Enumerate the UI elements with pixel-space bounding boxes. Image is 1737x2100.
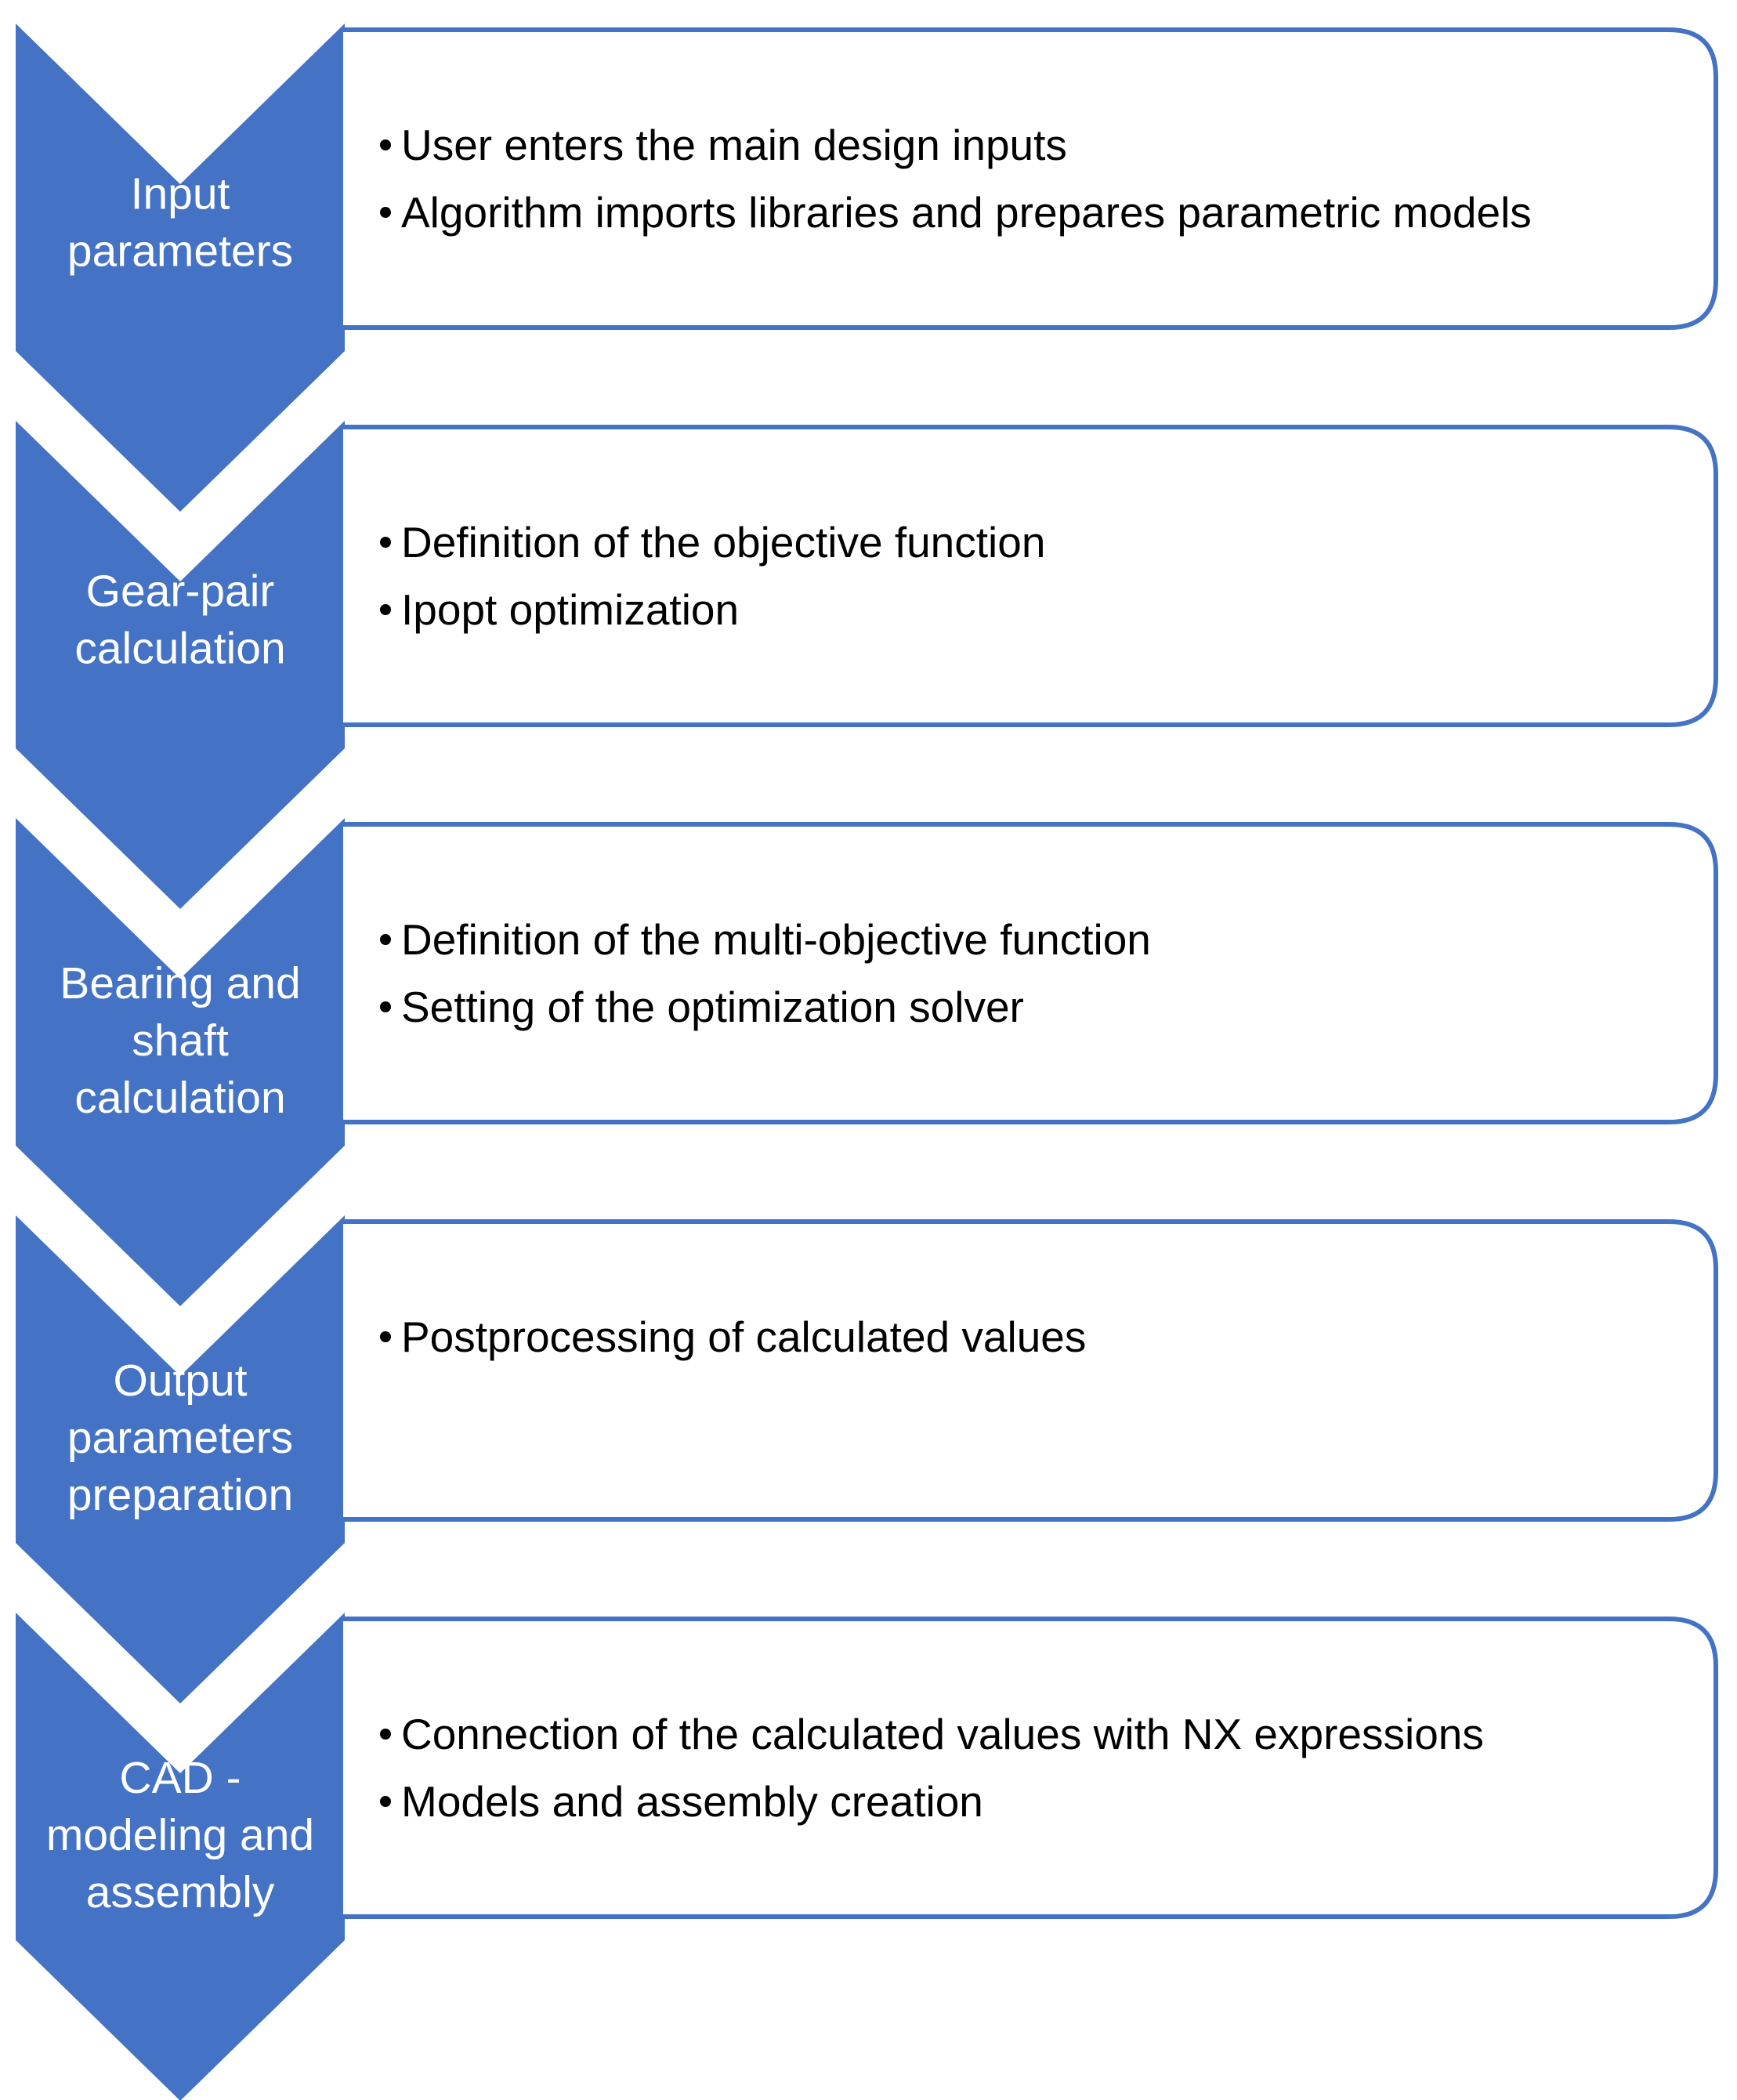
- process-step: Bearing and shaft calculation Definition of…: [16, 818, 1718, 1306]
- bullet-dot: [380, 139, 391, 150]
- bullet-item: Definition of the objective function: [401, 518, 1045, 567]
- step-chevron: [16, 421, 345, 909]
- step-detail-box: [343, 1617, 1718, 1919]
- step-label: Gear-pair calculation: [74, 567, 285, 674]
- bullet-dot: [380, 934, 391, 945]
- bullet-item: Definition of the multi-objective functi…: [401, 915, 1151, 964]
- step-label: Output parameters preparation: [67, 1356, 293, 1520]
- process-step: CAD - modeling and assembly Connection of t…: [16, 1613, 1718, 2100]
- bullet-item: User enters the main design inputs: [401, 121, 1067, 169]
- step-chevron: [16, 1215, 345, 1704]
- bullet-item: Models and assembly creation: [401, 1777, 983, 1826]
- step-detail-box: [343, 822, 1718, 1124]
- step-detail-box: [343, 425, 1718, 727]
- step-chevron: [16, 24, 345, 512]
- step-label-line: preparation: [67, 1470, 293, 1520]
- bullet-item: Ipopt optimization: [401, 585, 739, 634]
- step-label-line: parameters: [67, 1413, 293, 1463]
- step-label: CAD - modeling and assembly: [46, 1753, 314, 1917]
- step-label-line: Input: [131, 169, 230, 219]
- process-step: Gear-pair calculation Definition of the ob…: [16, 421, 1718, 909]
- bullet-dot: [380, 207, 391, 218]
- bullet-item: Algorithm imports libraries and prepares…: [401, 188, 1532, 237]
- step-label-line: Output: [113, 1356, 247, 1406]
- bullet-dot: [380, 1331, 391, 1342]
- step-label: Bearing and shaft calculation: [60, 958, 300, 1123]
- bullet-item: Connection of the calculated values with…: [401, 1710, 1484, 1758]
- step-label-line: calculation: [74, 624, 285, 674]
- bullet-dot: [380, 1729, 391, 1740]
- bullet-dot: [380, 604, 391, 615]
- bullet-item: Setting of the optimization solver: [401, 983, 1024, 1031]
- step-label-line: CAD -: [119, 1753, 241, 1803]
- step-label-line: assembly: [86, 1867, 275, 1917]
- bullet-dot: [380, 1001, 391, 1012]
- bullet-item: Postprocessing of calculated values: [401, 1312, 1086, 1361]
- step-label-line: calculation: [74, 1073, 285, 1123]
- step-detail-box: [343, 27, 1718, 330]
- step-label-line: modeling and: [46, 1810, 314, 1860]
- step-label-line: Bearing and: [60, 958, 300, 1008]
- process-step: Output parameters preparation Postprocessin…: [16, 1215, 1718, 1704]
- bullet-dot: [380, 537, 391, 548]
- step-label-line: parameters: [67, 226, 293, 277]
- step-chevron: [16, 1613, 345, 2100]
- step-label: Input parameters: [67, 169, 293, 277]
- step-label-line: Gear-pair: [86, 567, 275, 617]
- step-chevron: [16, 818, 345, 1306]
- bullet-dot: [380, 1796, 391, 1807]
- step-label-line: shaft: [132, 1016, 229, 1066]
- process-step: Input parameters User enters the main desi…: [16, 24, 1718, 512]
- step-detail-box: [343, 1219, 1718, 1522]
